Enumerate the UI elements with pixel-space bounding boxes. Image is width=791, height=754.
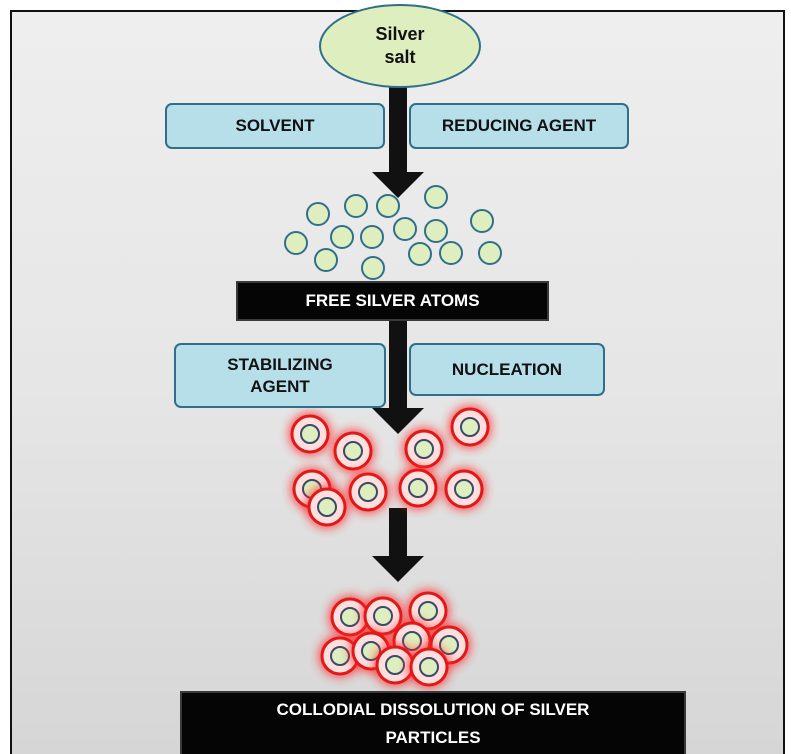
silver-atom bbox=[408, 242, 432, 266]
silver-atom bbox=[424, 219, 448, 243]
silver-salt-label: Silver salt bbox=[375, 23, 425, 67]
colloidal-dissolution-bar: COLLODIAL DISSOLUTION OF SILVER PARTICLE… bbox=[180, 691, 686, 754]
stabilized-particles-cluster bbox=[289, 406, 491, 528]
silver-atom bbox=[330, 225, 354, 249]
colloidal-dissolution-label: COLLODIAL DISSOLUTION OF SILVER PARTICLE… bbox=[276, 700, 590, 747]
reducing-agent-label: REDUCING AGENT bbox=[441, 116, 597, 136]
silver-atom bbox=[361, 256, 385, 280]
stabilized-particle bbox=[347, 471, 389, 513]
silver-atom bbox=[306, 202, 330, 226]
silver-salt-node: Silver salt bbox=[319, 4, 481, 88]
stabilized-particle bbox=[408, 646, 450, 688]
silver-atom bbox=[360, 225, 384, 249]
nucleation-label: NUCLEATION bbox=[451, 359, 563, 379]
silver-atom bbox=[478, 241, 502, 265]
colloid-particles-cluster bbox=[319, 590, 470, 688]
stabilized-particle bbox=[362, 595, 404, 637]
silver-atom bbox=[314, 248, 338, 272]
stabilized-particle bbox=[306, 486, 348, 528]
free-silver-atoms-bar: FREE SILVER ATOMS bbox=[236, 281, 549, 321]
silver-atom bbox=[376, 194, 400, 218]
silver-atom bbox=[344, 194, 368, 218]
stabilized-particle bbox=[403, 428, 445, 470]
flow-arrow-2 bbox=[372, 318, 424, 434]
stabilized-particle bbox=[443, 468, 485, 510]
silver-atom bbox=[470, 209, 494, 233]
silver-atom bbox=[284, 231, 308, 255]
nucleation-box: NUCLEATION bbox=[409, 343, 605, 396]
stabilized-particle bbox=[449, 406, 491, 448]
free-silver-atoms-cluster bbox=[284, 185, 502, 280]
solvent-box: SOLVENT bbox=[165, 103, 385, 149]
silver-atom bbox=[424, 185, 448, 209]
stabilized-particle bbox=[332, 430, 374, 472]
stabilized-particle bbox=[329, 596, 371, 638]
flow-arrow-3 bbox=[372, 508, 424, 582]
stabilizing-agent-box: STABILIZING AGENT bbox=[174, 343, 386, 408]
solvent-label: SOLVENT bbox=[235, 116, 315, 136]
stabilized-particle bbox=[319, 635, 361, 677]
stabilizing-agent-label: STABILIZING AGENT bbox=[227, 355, 333, 396]
flow-arrow-1 bbox=[372, 78, 424, 198]
reducing-agent-box: REDUCING AGENT bbox=[409, 103, 629, 149]
free-silver-atoms-label: FREE SILVER ATOMS bbox=[305, 291, 480, 310]
stabilized-particle bbox=[374, 644, 416, 686]
stabilized-particle bbox=[289, 413, 331, 455]
stabilized-particle bbox=[397, 467, 439, 509]
silver-atom bbox=[393, 217, 417, 241]
silver-atom bbox=[439, 241, 463, 265]
